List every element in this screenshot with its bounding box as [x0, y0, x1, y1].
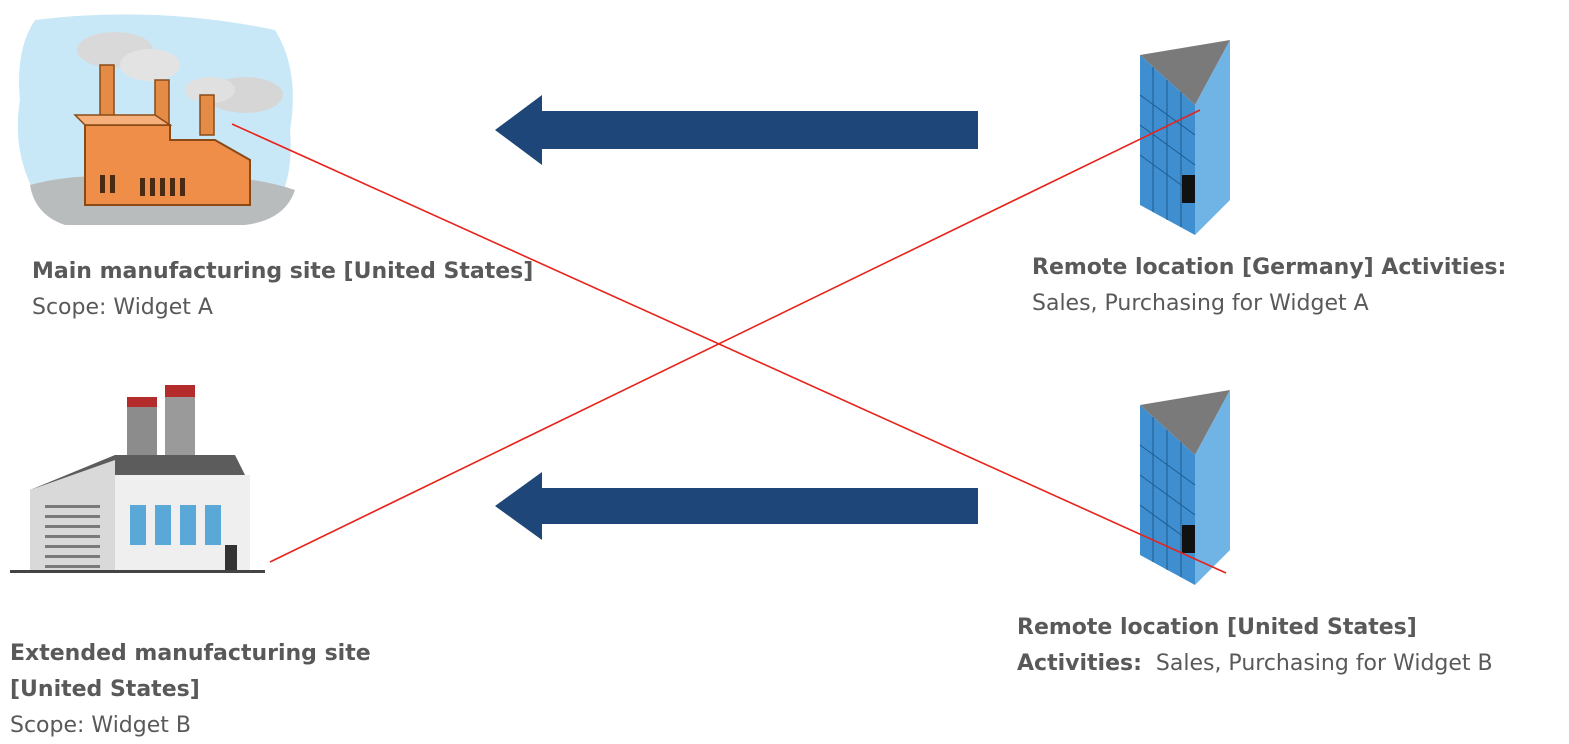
cross-line-extended-to-germany-remote: [269, 109, 1201, 563]
remote-us-label: Remote location [United States] Activiti…: [1017, 610, 1567, 682]
factory-building-icon: [10, 385, 265, 573]
factory-smokestacks-icon: [17, 14, 295, 225]
extended-site-title-line2: [United States]: [10, 677, 200, 702]
main-site-label: Main manufacturing site [United States] …: [32, 254, 592, 326]
extended-site-title-line1: Extended manufacturing site: [10, 641, 371, 666]
remote-germany-label: Remote location [Germany] Activities: Sa…: [1032, 250, 1562, 322]
office-building-icon: [1139, 40, 1230, 235]
main-site-title: Main manufacturing site [United States]: [32, 259, 534, 284]
remote-us-activities: Sales, Purchasing for Widget B: [1155, 651, 1493, 676]
remote-us-activities-row: Activities: Sales, Purchasing for Widget…: [1017, 646, 1567, 682]
diagram-canvas: Main manufacturing site [United States] …: [10, 14, 1567, 738]
office-building-icon: [1139, 390, 1230, 585]
arrow-top: [495, 95, 978, 165]
remote-germany-title: Remote location [Germany] Activities:: [1032, 255, 1507, 280]
remote-us-activities-label: Activities:: [1017, 651, 1142, 676]
extended-site-label: Extended manufacturing site [United Stat…: [10, 636, 430, 744]
main-site-scope: Scope: Widget A: [32, 295, 213, 320]
arrow-bottom: [495, 472, 978, 540]
remote-us-title: Remote location [United States]: [1017, 615, 1417, 640]
extended-site-scope: Scope: Widget B: [10, 713, 191, 738]
remote-germany-activities: Sales, Purchasing for Widget A: [1032, 291, 1369, 316]
cross-line-main-to-us-remote: [231, 123, 1227, 574]
